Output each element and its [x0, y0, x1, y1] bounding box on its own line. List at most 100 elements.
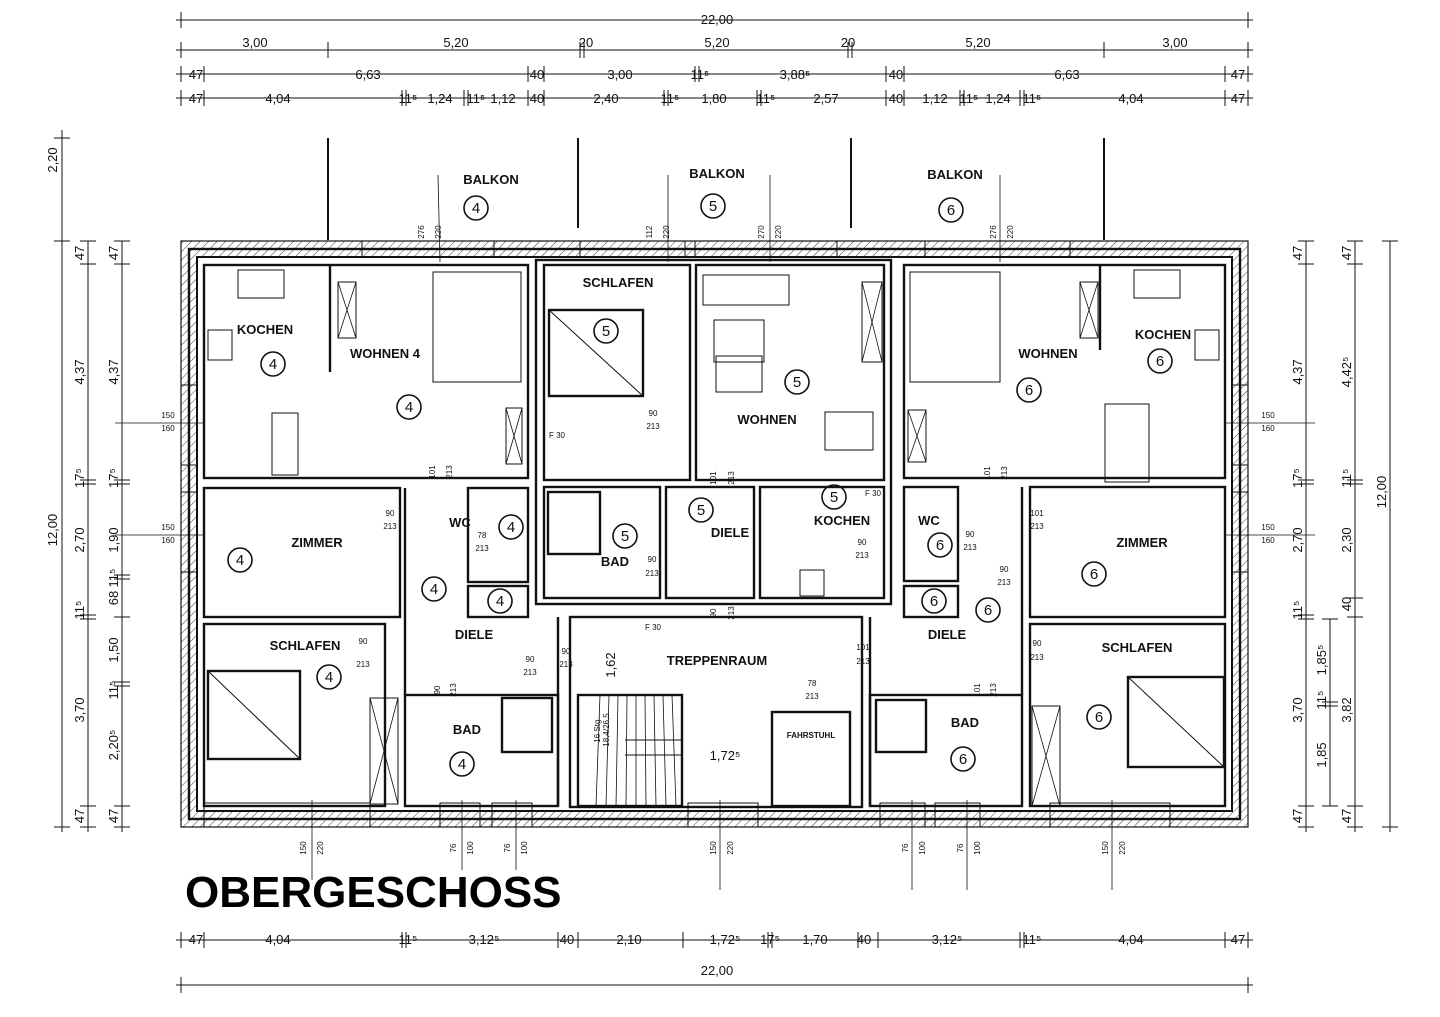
opening-size: 150: [1261, 411, 1275, 420]
wardrobe: [1079, 281, 1099, 339]
dimension-value: 47: [1231, 91, 1245, 106]
window: [579, 240, 686, 258]
door-size: 213: [475, 544, 489, 553]
opening-size: 76: [901, 843, 910, 852]
room-label: BALKON: [463, 172, 519, 187]
door-size: 90: [359, 637, 368, 646]
dimension-value: 6,63: [1054, 67, 1079, 82]
wardrobe: [861, 281, 883, 363]
window: [694, 240, 838, 258]
dimension-value: 3,70: [1290, 697, 1305, 722]
opening-size: 220: [1118, 841, 1127, 855]
dimension-value: 3,70: [72, 697, 87, 722]
door-size: 213: [997, 578, 1011, 587]
unit-number: 4: [507, 519, 515, 536]
dimension-value: 3,00: [1162, 35, 1187, 50]
door-size: 90: [526, 655, 535, 664]
wardrobe-x: [861, 281, 883, 363]
door-size: 213: [645, 569, 659, 578]
room-label: ZIMMER: [1116, 535, 1168, 550]
room-label: WC: [449, 515, 471, 530]
bed-diagonal: [1127, 676, 1225, 768]
dimension-value: 11⁵: [72, 601, 87, 620]
apartment-5-wall: [534, 258, 893, 606]
dimension-value: 1,80: [701, 91, 726, 106]
bed: [206, 669, 302, 761]
dimension-value: 47: [1339, 809, 1354, 823]
window: [1231, 384, 1249, 466]
room-diele-5: [664, 485, 756, 600]
shower: [874, 698, 928, 754]
door-size: 90: [562, 647, 571, 656]
unit-number: 6: [930, 593, 938, 610]
dimension-value: 4,04: [1118, 932, 1143, 947]
unit-number: 6: [1025, 382, 1033, 399]
dimension-value: 47: [1290, 809, 1305, 823]
opening-size: 220: [316, 841, 325, 855]
window: [879, 802, 926, 828]
dimension-value: 40: [1339, 597, 1354, 611]
dimension-value: 22,00: [701, 12, 734, 27]
wardrobe-x: [505, 407, 523, 465]
dimension-value: 68: [106, 591, 121, 605]
unit-number-circle: [688, 497, 714, 523]
stair-tread: [605, 694, 610, 807]
unit-number-circle: [316, 664, 342, 690]
unit-number-circle: [396, 394, 422, 420]
dimension-value: 3,12⁵: [469, 932, 500, 947]
dimension-value: 17⁵: [72, 468, 87, 488]
room-fahrstuhl: [770, 710, 852, 808]
unit-number-circle: [260, 351, 286, 377]
unit-number-circle: [950, 746, 976, 772]
room-label: DIELE: [711, 525, 750, 540]
opening-size: 220: [434, 225, 443, 239]
opening-size: 220: [662, 225, 671, 239]
door-size: 90: [649, 409, 658, 418]
door-size: 78: [478, 531, 487, 540]
sofa: [702, 274, 790, 306]
dimension-value: 20: [841, 35, 855, 50]
dimension-value: 47: [1339, 246, 1354, 260]
opening-size: 100: [918, 841, 927, 855]
wardrobe-x: [337, 281, 357, 339]
dimension-value: 12,00: [45, 514, 60, 547]
stair-steps: 16 Stg.: [593, 717, 602, 742]
unit-number: 4: [472, 200, 480, 217]
dimension-value: 4,37: [106, 359, 121, 384]
floor-title: OBERGESCHOSS: [185, 868, 562, 917]
unit-number-circle: [449, 751, 475, 777]
room-label: SCHLAFEN: [270, 638, 341, 653]
room-kochen-5: [758, 485, 886, 600]
dimension-value: 20: [579, 35, 593, 50]
room-schlafen-5: [542, 263, 692, 482]
stair-tread: [595, 694, 601, 807]
unit-number: 5: [709, 198, 717, 215]
dimension-value: 11⁵: [1339, 469, 1354, 488]
door-size: 213: [963, 543, 977, 552]
dimension-value: 4,04: [265, 91, 290, 106]
unit-number-circle: [421, 576, 447, 602]
window: [1231, 491, 1249, 573]
shower: [546, 490, 602, 556]
door-size: 90: [709, 608, 718, 617]
door-size: 101: [1030, 509, 1044, 518]
room-label: KOCHEN: [814, 513, 870, 528]
window: [361, 240, 495, 258]
wardrobe-x: [369, 697, 399, 805]
door-size: 90: [433, 685, 442, 694]
room-shaft-4: [466, 584, 530, 619]
dimension-value: 2,30: [1339, 527, 1354, 552]
dimension-value: 1,12: [922, 91, 947, 106]
unit-number-circle: [927, 532, 953, 558]
table: [824, 411, 874, 451]
door-size: 78: [808, 679, 817, 688]
opening-size: 160: [161, 536, 175, 545]
door-size: 213: [356, 660, 370, 669]
dimension-value: 1,85: [1314, 742, 1329, 767]
stair-tread: [662, 694, 667, 807]
unit-number: 5: [621, 528, 629, 545]
room-shaft-6: [902, 584, 960, 619]
door-size: 90: [1000, 565, 1009, 574]
opening-size: 100: [520, 841, 529, 855]
